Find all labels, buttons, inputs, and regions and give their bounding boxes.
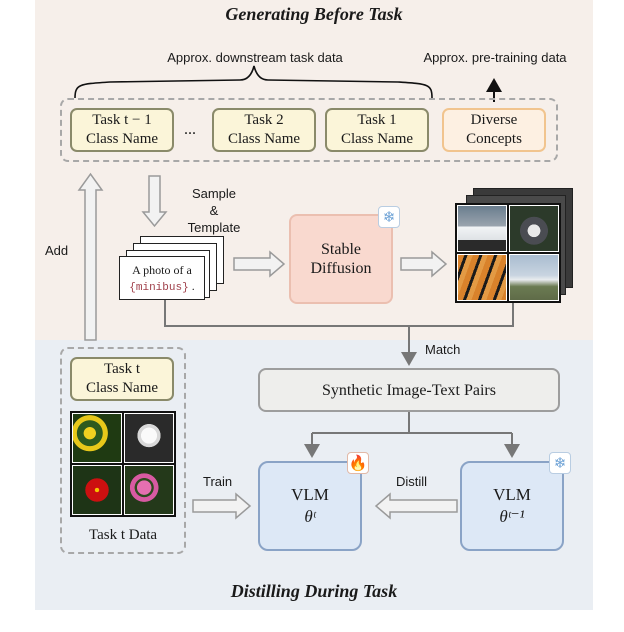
class-name-pool <box>60 98 558 162</box>
template-label: & Template <box>187 203 241 235</box>
class-box-task-2: Task 2 Class Name <box>212 108 316 152</box>
current-class-label: Class Name <box>85 380 159 396</box>
diverse-concepts-box: Diverse Concepts <box>442 108 546 152</box>
train-label: Train <box>203 474 233 489</box>
sample-label: Sample <box>191 186 237 201</box>
vlm-student-param: θᵗ <box>304 507 316 526</box>
class-box-task-label: Task t − 1 <box>92 112 152 128</box>
vlm-teacher-name: VLM <box>493 485 531 504</box>
diverse-line-1: Diverse <box>470 112 518 128</box>
class-box-task-label: Task 2 <box>244 112 284 128</box>
vlm-teacher-box: VLM θᵗ⁻¹ <box>460 461 564 551</box>
add-label: Add <box>45 243 69 258</box>
airplane-image <box>509 254 559 301</box>
class-box-task-label: Task 1 <box>357 112 397 128</box>
tiger-image <box>457 254 507 301</box>
class-box-class-label: Class Name <box>85 131 159 147</box>
husky-image <box>509 205 559 252</box>
prompt-placeholder: {minibus} <box>129 282 189 294</box>
fire-icon: 🔥 <box>347 452 369 474</box>
task-data-label: Task t Data <box>88 527 158 543</box>
brace <box>74 65 433 99</box>
class-box-task-t-minus-1: Task t − 1 Class Name <box>70 108 174 152</box>
minibus-image <box>457 205 507 252</box>
ellipsis: ... <box>184 121 196 138</box>
sd-line-1: Stable <box>321 241 361 258</box>
vlm-student-box: VLM θᵗ <box>258 461 362 551</box>
snowflake-icon: ❄ <box>378 206 400 228</box>
yellow-flower-image <box>72 413 122 463</box>
class-box-task-t: Task t Class Name <box>70 357 174 401</box>
current-task-label: Task t <box>103 361 141 377</box>
distill-label: Distill <box>396 474 428 489</box>
snowflake-icon: ❄ <box>549 452 571 474</box>
train-arrow <box>192 492 252 520</box>
add-arrow <box>77 172 104 341</box>
current-task-group <box>60 347 186 554</box>
caption-area <box>0 612 624 632</box>
synthetic-pairs-box: Synthetic Image-Text Pairs <box>258 368 560 412</box>
sample-template-label: Sample & Template <box>184 185 244 236</box>
pink-flower-image <box>124 465 174 515</box>
prompt-period: . <box>191 279 195 293</box>
generating-title: Generating Before Task <box>225 4 403 24</box>
distilling-title: Distilling During Task <box>230 581 398 601</box>
match-label: Match <box>425 342 461 357</box>
generated-images <box>455 203 561 303</box>
diverse-line-2: Concepts <box>466 131 522 147</box>
sd-line-2: Diffusion <box>310 260 372 277</box>
task-data-images <box>70 411 176 517</box>
prompt-card: A photo of a {minibus} . <box>119 256 205 300</box>
approx-downstream-label: Approx. downstream task data <box>167 50 343 65</box>
vlm-student-name: VLM <box>291 485 329 504</box>
class-box-class-label: Class Name <box>227 131 301 147</box>
prompt-text: A photo of a <box>132 263 192 277</box>
prompt-placeholder-line: {minibus} . <box>120 278 204 296</box>
distill-arrow <box>374 492 458 520</box>
red-flower-image <box>72 465 122 515</box>
class-box-task-1: Task 1 Class Name <box>325 108 429 152</box>
white-orchid-image <box>124 413 174 463</box>
stable-diffusion-box: Stable Diffusion <box>289 214 393 304</box>
approx-pretraining-label: Approx. pre-training data <box>423 50 567 65</box>
sample-arrow <box>141 175 168 228</box>
class-box-class-label: Class Name <box>340 131 414 147</box>
vlm-teacher-param: θᵗ⁻¹ <box>499 507 525 526</box>
